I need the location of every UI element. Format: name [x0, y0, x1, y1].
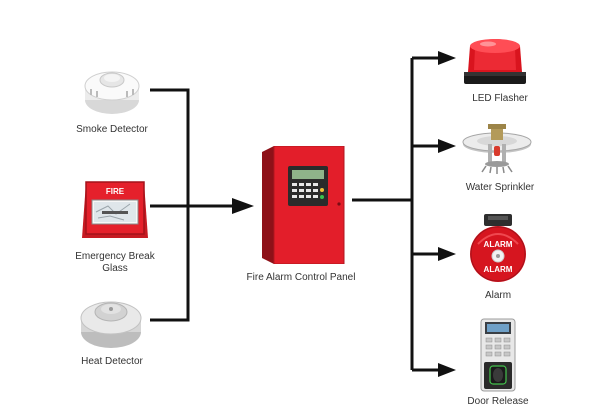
break-glass-label-line2: Glass: [102, 263, 128, 274]
arrow-to-flasher: [438, 51, 456, 65]
fire-alarm-control-panel-icon: [262, 146, 345, 264]
arrow-to-sprinkler: [438, 139, 456, 153]
arrow-to-alarm: [438, 247, 456, 261]
break-glass-icon: FIRE: [82, 181, 148, 238]
door-release-label: Door Release: [467, 396, 529, 407]
alarm-device-text-bottom: ALARM: [484, 265, 513, 274]
control-panel-label: Fire Alarm Control Panel: [246, 272, 356, 283]
alarm-bell-icon: ALARM ALARM: [470, 214, 526, 282]
break-glass-label-line1: Emergency Break: [75, 251, 155, 262]
arrow-to-panel: [232, 198, 254, 214]
water-sprinkler-icon: [462, 124, 532, 174]
alarm-device-text-top: ALARM: [484, 240, 513, 249]
arrow-to-door: [438, 363, 456, 377]
smoke-detector-label: Smoke Detector: [76, 124, 148, 135]
water-sprinkler-label: Water Sprinkler: [465, 182, 535, 193]
door-release-icon: [480, 318, 516, 392]
smoke-detector-icon: [84, 71, 140, 114]
alarm-label: Alarm: [484, 290, 512, 301]
led-flasher-icon: [464, 39, 526, 84]
led-flasher-label: LED Flasher: [472, 93, 528, 104]
heat-detector-label: Heat Detector: [81, 356, 143, 367]
heat-detector-icon: [80, 301, 142, 348]
break-glass-device-text: FIRE: [106, 187, 125, 196]
